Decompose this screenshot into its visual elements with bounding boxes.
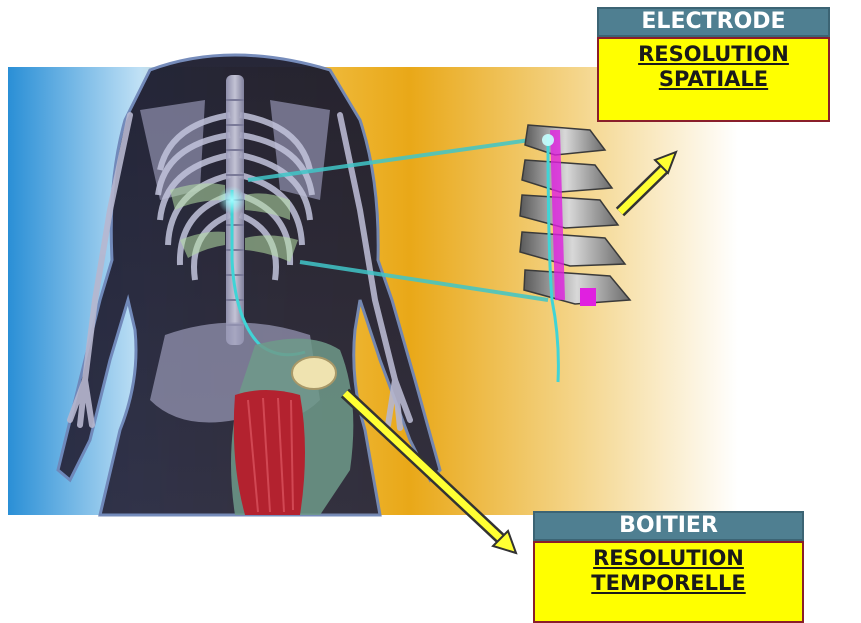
boitier-title: BOITIER — [533, 511, 804, 541]
electrode-glow — [218, 186, 246, 214]
boitier-line-1: RESOLUTION — [535, 546, 802, 571]
boitier-line-2: TEMPORELLE — [535, 571, 802, 596]
electrode-line-2: SPATIALE — [599, 67, 828, 92]
electrode-title: ELECTRODE — [597, 7, 830, 37]
electrode-label: ELECTRODE RESOLUTION SPATIALE — [597, 7, 830, 122]
electrode-line-1: RESOLUTION — [599, 42, 828, 67]
boitier-label: BOITIER RESOLUTION TEMPORELLE — [533, 511, 804, 623]
implant-device — [292, 357, 336, 389]
boitier-resolution-text: RESOLUTION TEMPORELLE — [533, 541, 804, 623]
hip-muscles — [231, 339, 353, 515]
electrode-resolution-text: RESOLUTION SPATIALE — [597, 37, 830, 122]
